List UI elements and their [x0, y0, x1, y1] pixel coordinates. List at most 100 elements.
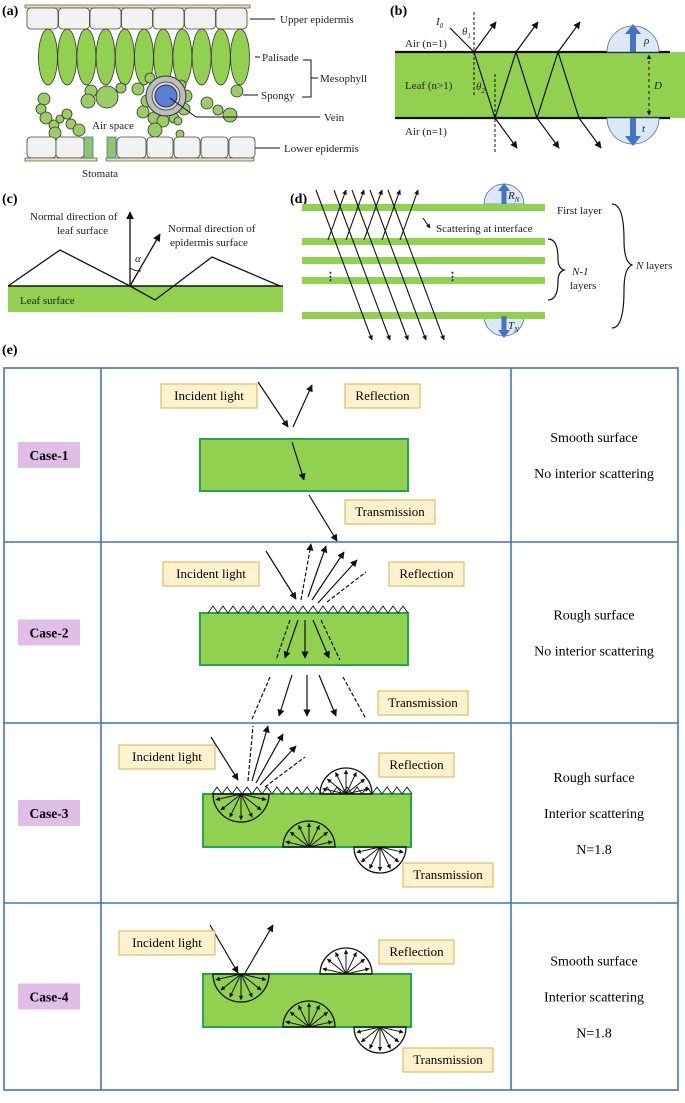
incident-ray — [210, 736, 239, 781]
reflection-label: Reflection — [355, 388, 410, 403]
lower-cuticle-left — [24, 157, 98, 162]
alpha-arc — [129, 267, 142, 272]
layer — [302, 204, 545, 211]
epidermis-cell — [184, 7, 216, 30]
transmitted-ray — [351, 189, 409, 341]
palisade-cell — [172, 28, 193, 86]
spongy-cell — [80, 93, 96, 109]
spongy-cell — [35, 103, 47, 115]
incident-label-box — [118, 930, 216, 956]
spongy-cell — [222, 107, 238, 123]
epidermis-cell — [58, 7, 90, 30]
label-air-bottom: Air (n=1) — [405, 126, 447, 138]
label-scattering: Scattering at interface — [436, 223, 533, 235]
transmission-label-box — [377, 690, 469, 716]
table-frame — [3, 367, 679, 1091]
case-n-value: N=1.8 — [576, 843, 612, 858]
incident-label-box — [118, 744, 216, 770]
transmission-label-box — [402, 862, 494, 888]
epidermis-cell — [146, 136, 174, 159]
spongy-cell — [230, 84, 244, 98]
reflected-ray — [300, 543, 314, 601]
spongy-cell — [61, 108, 73, 120]
spongy-cell — [200, 96, 214, 110]
spongy-cell — [55, 114, 65, 124]
reflected-ray — [292, 384, 313, 428]
reflected-ray — [255, 733, 284, 784]
reflected-ray — [327, 189, 347, 241]
panel-e-label: (e) — [2, 343, 18, 358]
epidermis-cell — [26, 136, 57, 159]
spongy-cell — [37, 92, 51, 106]
transmission-label: Transmission — [413, 1052, 483, 1067]
transmitted-ray — [277, 674, 293, 717]
incident-ray — [265, 550, 297, 600]
incident-label: Incident light — [174, 388, 244, 403]
refracted-ray — [283, 619, 299, 659]
refracted-ray — [291, 441, 306, 481]
panel-d: (d) RN TN First layer Scattering at inte… — [290, 183, 672, 341]
spongy-cell — [212, 104, 224, 116]
label-upper-epidermis: Upper epidermis — [280, 14, 354, 26]
label-spongy: Spongy — [261, 90, 295, 102]
reflected-ray — [311, 551, 345, 601]
spongy-cell — [147, 122, 163, 138]
layer — [302, 238, 545, 245]
ellipsis-left: ⋮ — [325, 271, 336, 283]
label-mesophyll: Mesophyll — [320, 73, 367, 85]
reflected-ray — [381, 189, 401, 241]
palisade-cell — [38, 28, 58, 86]
rough-surface — [207, 605, 409, 614]
spongy-cell — [39, 111, 53, 125]
case-label-box — [18, 983, 80, 1010]
reflected-ray — [259, 745, 297, 786]
n-layers-brace — [611, 203, 634, 329]
panel-b: (b) ρ t D I0 θ1 θ2 Air (n=1) Lea — [390, 4, 685, 154]
reflection-label: Reflection — [399, 566, 454, 581]
incident-label: Incident light — [132, 935, 202, 950]
case-label-box — [18, 442, 80, 468]
spongy-cell — [65, 118, 77, 130]
ellipsis-right: ⋮ — [447, 271, 458, 283]
leaf-slab — [199, 612, 409, 666]
epidermis-cell — [55, 136, 85, 159]
leaf-surface-area — [8, 286, 283, 312]
epidermis-cell — [89, 7, 122, 30]
epidermis-cell — [116, 136, 147, 159]
transmission-label: Transmission — [388, 695, 458, 710]
interior-scatter-bottom — [282, 820, 336, 848]
case-label-box — [18, 619, 80, 646]
n-minus-1-brace — [547, 238, 566, 301]
guard-cell-left — [83, 136, 94, 159]
epidermis-cell — [121, 7, 153, 30]
label-air-top: Air (n=1) — [405, 38, 447, 50]
reflection-label-box — [378, 752, 455, 778]
label-n-minus-1-layers: layers — [570, 280, 596, 292]
label-normal-epi-1: Normal direction of — [168, 223, 256, 235]
label-stomata: Stomata — [82, 168, 118, 180]
upper-epidermis-cells — [26, 7, 248, 30]
reflected-ray — [251, 725, 270, 782]
panel-c: (c) α Normal direction of leaf surface N… — [2, 192, 283, 312]
transmitted-ray — [308, 494, 338, 542]
palisade-cell — [95, 28, 116, 86]
label-alpha: α — [135, 253, 141, 265]
case-label: Case-3 — [30, 806, 69, 821]
lower-cuticle-right — [105, 157, 255, 162]
label-leaf: Leaf (n>1) — [405, 80, 453, 92]
label-vein: Vein — [324, 112, 345, 124]
incident-label: Incident light — [176, 566, 246, 581]
transmitted-ray — [333, 189, 391, 341]
layer — [302, 277, 545, 284]
epidermis-cell — [200, 136, 229, 159]
reflected-ray — [399, 189, 419, 241]
label-t: t — [642, 123, 646, 135]
case-interior: Interior scattering — [544, 807, 644, 822]
transmission-label-box — [402, 1047, 494, 1073]
vein-leader — [169, 97, 320, 118]
